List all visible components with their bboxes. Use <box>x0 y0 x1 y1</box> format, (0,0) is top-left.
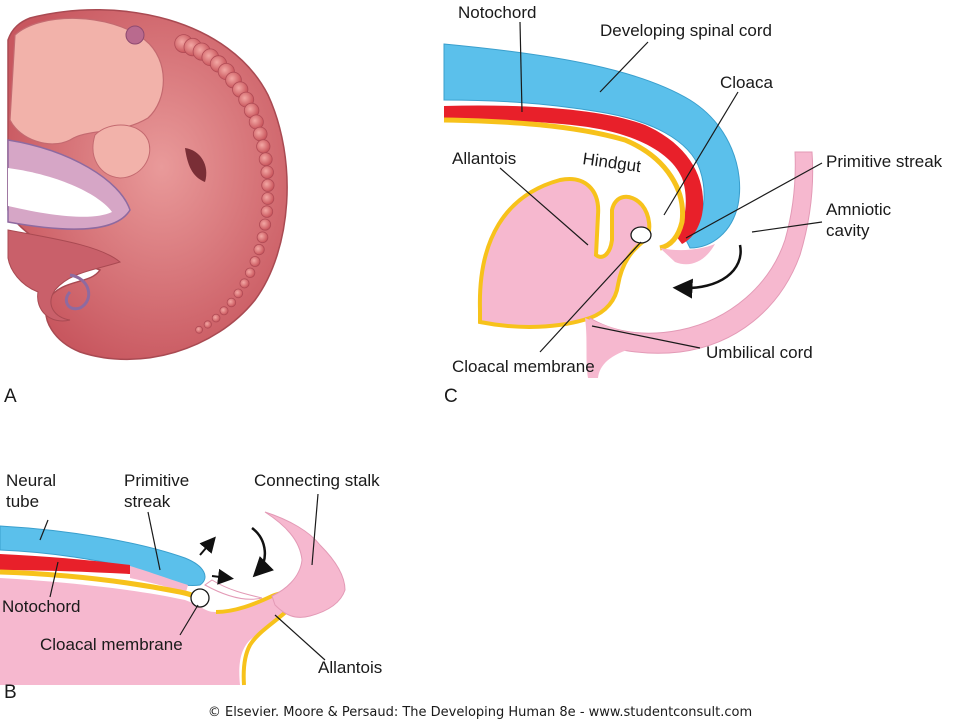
panel-c-diagram: Notochord Developing spinal cord Cloaca … <box>443 3 943 378</box>
somite <box>249 256 261 267</box>
somite <box>219 306 229 316</box>
tail-region <box>7 229 122 322</box>
stalk-inner <box>8 168 112 217</box>
panel-label-a: A <box>4 386 17 407</box>
primitive-streak-region <box>660 244 715 265</box>
label-b-notochord: Notochord <box>2 597 80 616</box>
label-c-allantois: Allantois <box>452 149 516 168</box>
somite <box>256 139 271 154</box>
eye-spot <box>125 25 145 45</box>
amnion-curve <box>587 151 814 354</box>
label-b-primitive-streak-1: Primitive <box>124 471 189 490</box>
label-c-cloaca: Cloaca <box>720 73 773 92</box>
label-c-developing-spinal-cord: Developing spinal cord <box>600 21 772 40</box>
somite <box>244 267 256 279</box>
somite <box>261 192 275 205</box>
amnion-b-curve <box>204 579 263 600</box>
label-b-neural-tube-2: tube <box>6 492 39 511</box>
somite <box>253 244 265 256</box>
somite <box>260 165 274 179</box>
somite <box>260 205 274 218</box>
label-c-notochord: Notochord <box>458 3 536 22</box>
somite <box>233 288 244 299</box>
label-b-allantois: Allantois <box>318 658 382 677</box>
neural-tube-shape <box>0 525 206 587</box>
umbilical-cord-base <box>585 318 682 378</box>
somite <box>203 320 212 329</box>
yolk-mesoderm-b <box>0 578 287 685</box>
endoderm-layer <box>443 117 686 251</box>
curved-arrow-b <box>251 527 274 578</box>
somite <box>258 152 273 167</box>
somite <box>226 297 237 308</box>
panel-label-b: B <box>4 682 17 703</box>
heart-bulge <box>185 148 207 182</box>
notochord-b-shape <box>0 554 130 574</box>
somite <box>252 126 268 142</box>
panel-a-embryo <box>7 9 288 361</box>
label-c-cloacal-membrane: Cloacal membrane <box>452 357 595 376</box>
label-b-primitive-streak-2: streak <box>124 492 171 511</box>
allantois-mesoderm <box>477 177 652 329</box>
embryo-head <box>9 17 164 145</box>
panel-b-diagram: Neural tube Primitive streak Connecting … <box>0 471 382 686</box>
copyright-notice: © Elsevier. Moore & Persaud: The Develop… <box>208 705 752 720</box>
somite <box>261 178 275 192</box>
somite <box>195 325 204 334</box>
label-c-umbilical-cord: Umbilical cord <box>706 343 813 362</box>
connecting-stalk-shape <box>264 511 346 618</box>
label-c-amniotic-cavity-1: Amniotic <box>826 200 892 219</box>
primitive-streak-tissue <box>130 566 188 592</box>
amniotic-arrow <box>672 244 742 299</box>
somite-row <box>174 34 275 334</box>
arrow-up-b <box>199 536 216 556</box>
notochord-shape <box>444 105 704 244</box>
cloacal-membrane-ring <box>630 226 652 244</box>
label-b-connecting-stalk: Connecting stalk <box>254 471 380 490</box>
pharyngeal-arch <box>92 124 151 179</box>
somite <box>259 218 272 231</box>
arrow-right-b <box>211 568 234 585</box>
developing-spinal-cord-shape <box>443 43 741 249</box>
label-c-hindgut: Hindgut <box>581 149 642 176</box>
label-b-neural-tube-1: Neural <box>6 471 56 490</box>
somite <box>239 278 250 289</box>
panel-label-c: C <box>444 386 458 407</box>
label-b-cloacal-membrane: Cloacal membrane <box>40 635 183 654</box>
tail-curl <box>64 273 91 311</box>
cloacal-membrane-b-ring <box>190 588 210 608</box>
somite <box>256 231 269 244</box>
label-c-amniotic-cavity-2: cavity <box>826 221 870 240</box>
label-c-primitive-streak: Primitive streak <box>826 152 943 171</box>
somite <box>211 313 221 323</box>
